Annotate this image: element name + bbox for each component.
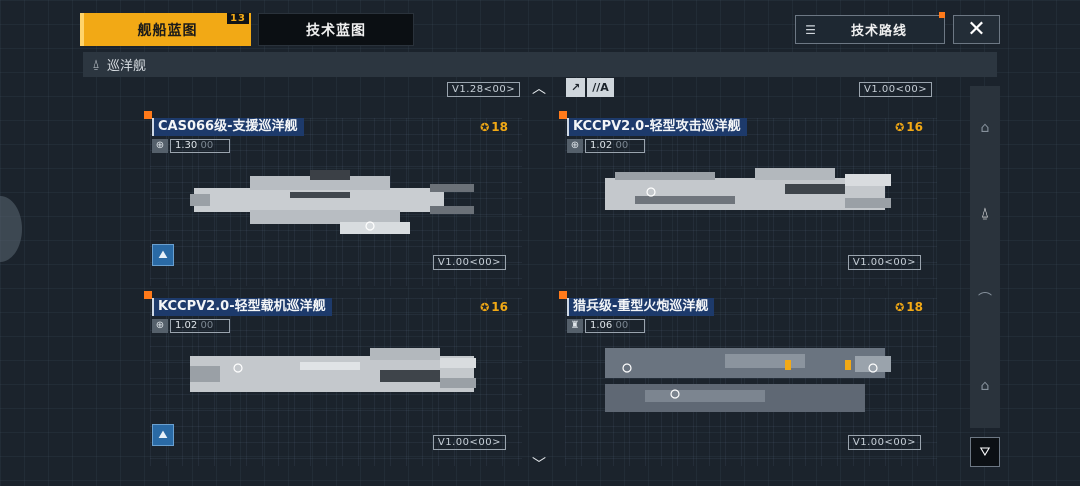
tab-tech-blueprint-label: 技术蓝图 [306,22,366,39]
ship-card[interactable]: KCCPV2.0-轻型攻击巡洋舰 ✪16 ⊕ 1.02 00 V1.00<00> [559,111,937,286]
ship-rating: ✪18 [895,300,923,314]
level-value: 1.30 [175,140,198,151]
ship-name: KCCPV2.0-轻型载机巡洋舰 [152,298,332,316]
rating-value: 18 [491,120,508,134]
ship-class-sidebar: ⌂ ⍙ ⌒ ⌂ [970,86,1000,428]
level-suffix: 00 [200,320,214,331]
cruiser-class-icon: ⍙ [92,57,100,71]
globe-icon: ⊕ [567,139,583,153]
card-marker [559,291,567,299]
ship-level: ⊕ 1.30 00 [152,139,231,153]
ship-silhouette [190,348,476,392]
ship-silhouette [605,348,891,412]
card-grid [565,298,937,466]
close-button[interactable]: ✕ [953,15,1000,44]
top-right-version: V1.00<00> [859,82,933,97]
blueprint-count-badge: 13 [227,13,249,24]
globe-icon: ⊕ [152,319,168,333]
category-bar: ⍙ 巡洋舰 [83,52,997,77]
level-suffix: 00 [615,140,629,151]
ship-version: V1.00<00> [432,435,506,450]
ship-version: V1.00<00> [847,435,921,450]
scroll-down-chevron-icon[interactable]: ﹀ [532,457,546,473]
tab-tech-blueprint[interactable]: 技术蓝图 [258,13,414,46]
ship-rating: ✪16 [480,300,508,314]
blueprint-chip-icon[interactable]: ⛰ [152,424,174,446]
sidebar-item-carrier-icon[interactable]: ⌒ [978,292,992,309]
rating-value: 16 [906,120,923,134]
top-tag: ↗ //A [566,78,614,97]
level-value: 1.06 [590,320,613,331]
ship-rating: ✪16 [895,120,923,134]
tab-ship-blueprint[interactable]: 舰船蓝图 13 [80,13,251,46]
ship-version: V1.00<00> [847,255,921,270]
close-icon: ✕ [967,17,986,42]
ship-version: V1.00<00> [432,255,506,270]
level-value: 1.02 [590,140,613,151]
card-marker [144,111,152,119]
sidebar-item-destroyer-icon[interactable]: ⌂ [980,120,990,137]
level-suffix: 00 [615,320,629,331]
star-icon: ✪ [480,121,490,134]
star-icon: ✪ [480,301,490,314]
sidebar-item-battleship-icon[interactable]: ⌂ [980,377,990,394]
blueprint-chip-icon[interactable]: ⛰ [152,244,174,266]
star-icon: ✪ [895,121,905,134]
ship-level: ⊕ 1.02 00 [567,139,646,153]
ship-name: 猎兵级-重型火炮巡洋舰 [567,298,715,316]
ship-level: ♜ 1.06 00 [567,319,646,333]
ship-level: ⊕ 1.02 00 [152,319,231,333]
level-suffix: 00 [200,140,214,151]
ship-rating: ✪18 [480,120,508,134]
globe-icon: ⊕ [152,139,168,153]
star-icon: ✪ [895,301,905,314]
tab-ship-blueprint-label: 舰船蓝图 [137,22,198,39]
ship-card[interactable]: CAS066级-支援巡洋舰 ✪18 ⊕ 1.30 00 ⛰ V1.00<00> [144,111,522,286]
top-left-version: V1.28<00> [447,82,521,97]
rating-value: 16 [491,300,508,314]
tag-arrow-icon: ↗ [566,78,586,97]
card-marker [559,111,567,119]
card-marker [144,291,152,299]
ship-name: KCCPV2.0-轻型攻击巡洋舰 [567,118,747,136]
ship-card[interactable]: KCCPV2.0-轻型载机巡洋舰 ✪16 ⊕ 1.02 00 ⛰ V1.00<00… [144,291,522,466]
tech-route-button[interactable]: ☰ 技术路线 [795,12,945,44]
category-label: 巡洋舰 [107,59,147,74]
faction-icon: ♜ [567,319,583,333]
filter-button[interactable]: ⛛ [970,437,1000,467]
sidebar-item-cruiser-icon[interactable]: ⍙ [980,204,990,221]
ship-card[interactable]: 猎兵级-重型火炮巡洋舰 ✪18 ♜ 1.06 00 V1.00<00> [559,291,937,466]
tech-tree-icon: ☰ [805,22,817,37]
filter-icon: ⛛ [979,444,991,460]
scroll-up-chevron-icon[interactable]: ︿ [532,81,546,97]
level-value: 1.02 [175,320,198,331]
tag-label: //A [587,78,614,97]
rating-value: 18 [906,300,923,314]
left-edge-handle [0,196,22,262]
ship-name: CAS066级-支援巡洋舰 [152,118,304,136]
notification-dot [939,12,945,18]
ship-silhouette [190,170,474,234]
ship-silhouette [605,168,891,210]
tech-route-label: 技术路线 [850,24,907,39]
